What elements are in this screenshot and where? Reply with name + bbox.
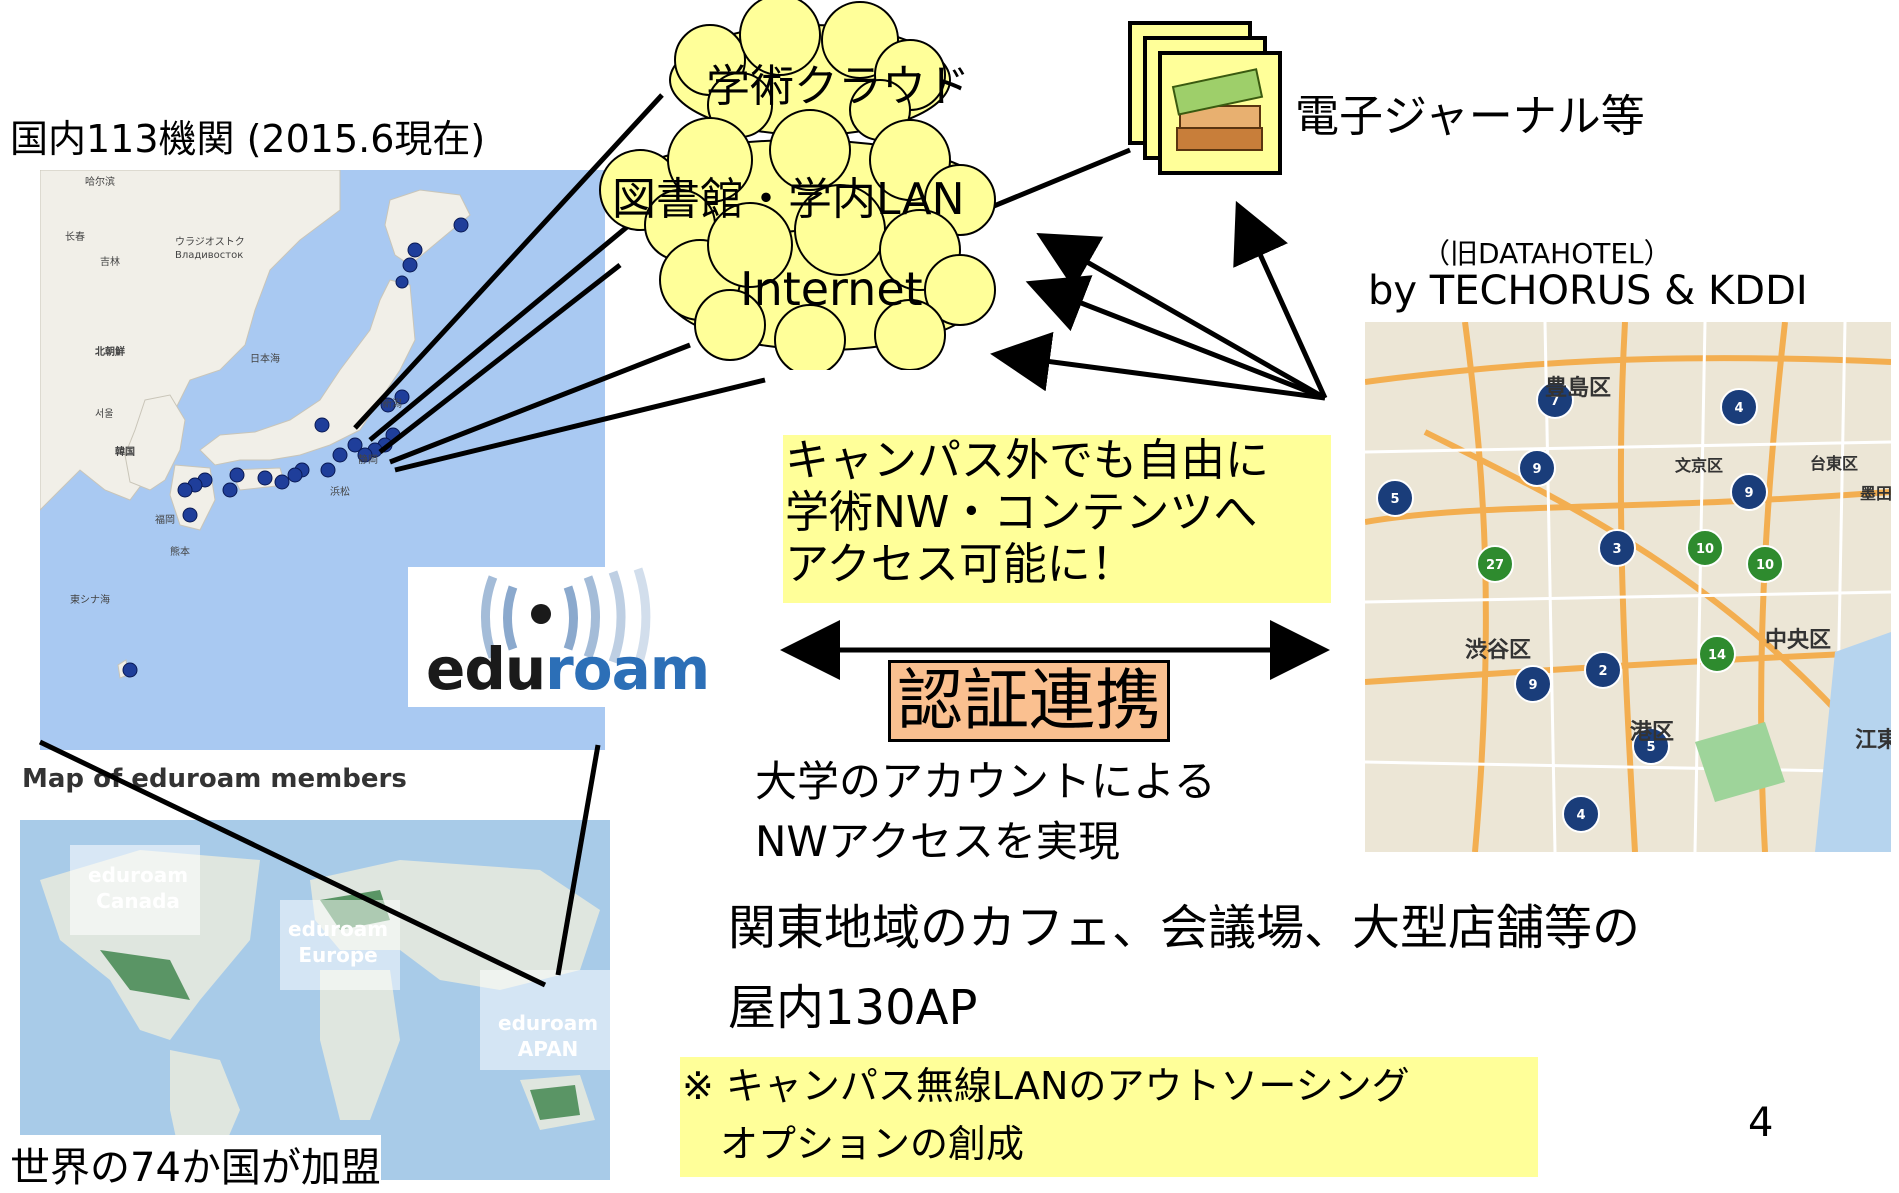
eduroam-wordmark-roam: roam bbox=[545, 635, 710, 703]
map-label-harbin: 哈尔滨 bbox=[85, 175, 115, 188]
map-label-east-china-sea: 東シナ海 bbox=[70, 593, 110, 606]
account-access-note: 大学のアカウントによる NWアクセスを実現 bbox=[755, 757, 1216, 866]
region-europe-box bbox=[280, 900, 400, 990]
ap-cluster-marker bbox=[1476, 545, 1514, 583]
cloud-academic bbox=[669, 0, 951, 141]
cloud-library-label: 図書館・学内LAN bbox=[612, 174, 965, 225]
ap-cluster-count: 9 bbox=[1532, 462, 1541, 477]
ap-cluster-marker bbox=[1686, 529, 1724, 567]
map-label-vladivostok-ru: Владивосток bbox=[175, 250, 243, 261]
book-stack-icon bbox=[1171, 68, 1264, 151]
japan-map-title: 国内113機関 (2015.6現在) bbox=[10, 117, 486, 161]
campus-access-note-text: キャンパス外でも自由に 学術NW・コンテンツへ アクセス可能に！ bbox=[785, 435, 1269, 590]
ward-minato: 港区 bbox=[1630, 720, 1675, 745]
ap-cluster-marker bbox=[1632, 727, 1670, 765]
kanto-ap-note: 関東地域のカフェ、会議場、大型店舗等の 屋内130AP bbox=[728, 900, 1641, 1036]
ejournal-books-icon bbox=[1128, 21, 1282, 175]
ap-cluster-count: 10 bbox=[1696, 542, 1714, 557]
ap-cluster-marker bbox=[1746, 545, 1784, 583]
ap-cluster-count: 10 bbox=[1756, 558, 1774, 573]
map-label-nkorea: 北朝鮮 bbox=[95, 345, 125, 358]
ward-shibuya: 渋谷区 bbox=[1465, 638, 1532, 663]
ap-cluster-marker bbox=[1584, 651, 1622, 689]
map-label-skorea: 韓国 bbox=[115, 445, 135, 458]
eduroam-wordmark: eduroam bbox=[426, 635, 710, 703]
cloud-internet-label: Internet bbox=[740, 262, 923, 316]
ward-toshima: 豊島区 bbox=[1545, 376, 1612, 401]
cloud-internet bbox=[659, 184, 996, 370]
map-label-sea-of-japan: 日本海 bbox=[250, 352, 280, 365]
ap-cluster-count: 2 bbox=[1598, 664, 1607, 679]
outsourcing-note: ※ キャンパス無線LANのアウトソーシング オプションの創成 bbox=[680, 1057, 1538, 1177]
provider-name: by TECHORUS & KDDI bbox=[1368, 268, 1808, 314]
ap-cluster-marker bbox=[1376, 479, 1414, 517]
eduroam-signal-arcs bbox=[480, 567, 651, 667]
map-label-hamamatsu: 浜松 bbox=[330, 485, 350, 498]
region-apan-box bbox=[480, 970, 610, 1070]
ward-bunkyo: 文京区 bbox=[1675, 456, 1724, 475]
ap-cluster-count: 9 bbox=[1744, 486, 1753, 501]
region-canada-label: eduroam Canada bbox=[88, 863, 189, 913]
ap-cluster-marker bbox=[1730, 473, 1768, 511]
world-eduroam-map: eduroam Canada eduroam Europe eduroam AP… bbox=[20, 820, 610, 1180]
ap-cluster-count: 9 bbox=[1528, 678, 1537, 693]
ap-cluster-count: 14 bbox=[1708, 648, 1726, 663]
region-apan-label: eduroam APAN bbox=[498, 1011, 599, 1061]
ap-clusters: 7 4 9 5 9 27 3 10 10 14 2 9 5 4 bbox=[1376, 381, 1784, 833]
ap-cluster-count: 3 bbox=[1612, 542, 1621, 557]
ap-cluster-count: 7 bbox=[1550, 394, 1559, 409]
map-label-niigata: 新潟 bbox=[382, 397, 402, 410]
world-map-title: Map of eduroam members bbox=[22, 764, 407, 794]
map-label-seoul: 서울 bbox=[95, 408, 113, 420]
auth-federation-label: 認証連携 bbox=[888, 660, 1170, 742]
map-label-vladivostok: ウラジオストク bbox=[175, 236, 245, 248]
ap-cluster-marker bbox=[1562, 795, 1600, 833]
tokyo-map-drawing: 7 4 9 5 9 27 3 10 10 14 2 9 5 4 bbox=[1365, 322, 1891, 852]
ap-cluster-count: 5 bbox=[1390, 492, 1399, 507]
map-label-fukuoka: 福岡 bbox=[155, 513, 175, 526]
ap-cluster-marker bbox=[1698, 635, 1736, 673]
ap-cluster-count: 4 bbox=[1576, 808, 1585, 823]
ejournal-label: 電子ジャーナル等 bbox=[1295, 91, 1645, 142]
ap-cluster-count: 27 bbox=[1486, 558, 1504, 573]
ap-cluster-count: 4 bbox=[1734, 401, 1743, 416]
ap-cluster-marker bbox=[1720, 388, 1758, 426]
ap-cluster-marker bbox=[1518, 449, 1556, 487]
region-canada-box bbox=[70, 845, 200, 935]
ward-chuo: 中央区 bbox=[1765, 628, 1832, 653]
ap-cluster-marker bbox=[1598, 529, 1636, 567]
page-number: 4 bbox=[1748, 1100, 1774, 1146]
eduroam-logo: eduroam bbox=[408, 567, 763, 707]
map-label-changchun: 长春 bbox=[65, 231, 85, 243]
ward-sumida: 墨田区 bbox=[1860, 484, 1891, 503]
outsourcing-note-text: ※ キャンパス無線LANのアウトソーシング オプションの創成 bbox=[682, 1064, 1410, 1166]
provider-former-name: （旧DATAHOTEL） bbox=[1422, 237, 1672, 270]
map-label-kumamoto: 熊本 bbox=[170, 545, 190, 558]
eduroam-wordmark-edu: edu bbox=[426, 635, 546, 703]
ward-koto: 江東 bbox=[1855, 728, 1891, 753]
map-label-jilin: 吉林 bbox=[100, 255, 120, 268]
ap-cluster-count: 5 bbox=[1646, 740, 1655, 755]
region-europe-label: eduroam Europe bbox=[288, 917, 389, 967]
ap-cluster-marker bbox=[1536, 381, 1574, 419]
eduroam-location-pins bbox=[122, 217, 469, 678]
ap-cluster-marker bbox=[1514, 665, 1552, 703]
cloud-academic-label: 学術クラウド bbox=[706, 61, 970, 112]
tokyo-ap-map: 7 4 9 5 9 27 3 10 10 14 2 9 5 4 豊島区 文京区 台東区 墨田区 渋谷区 中… bbox=[1365, 322, 1891, 852]
ward-taito: 台東区 bbox=[1810, 454, 1859, 473]
cloud-stack bbox=[599, 0, 996, 370]
map-label-shizuoka: 静岡 bbox=[358, 453, 378, 466]
campus-access-note: キャンパス外でも自由に 学術NW・コンテンツへ アクセス可能に！ bbox=[783, 435, 1331, 603]
